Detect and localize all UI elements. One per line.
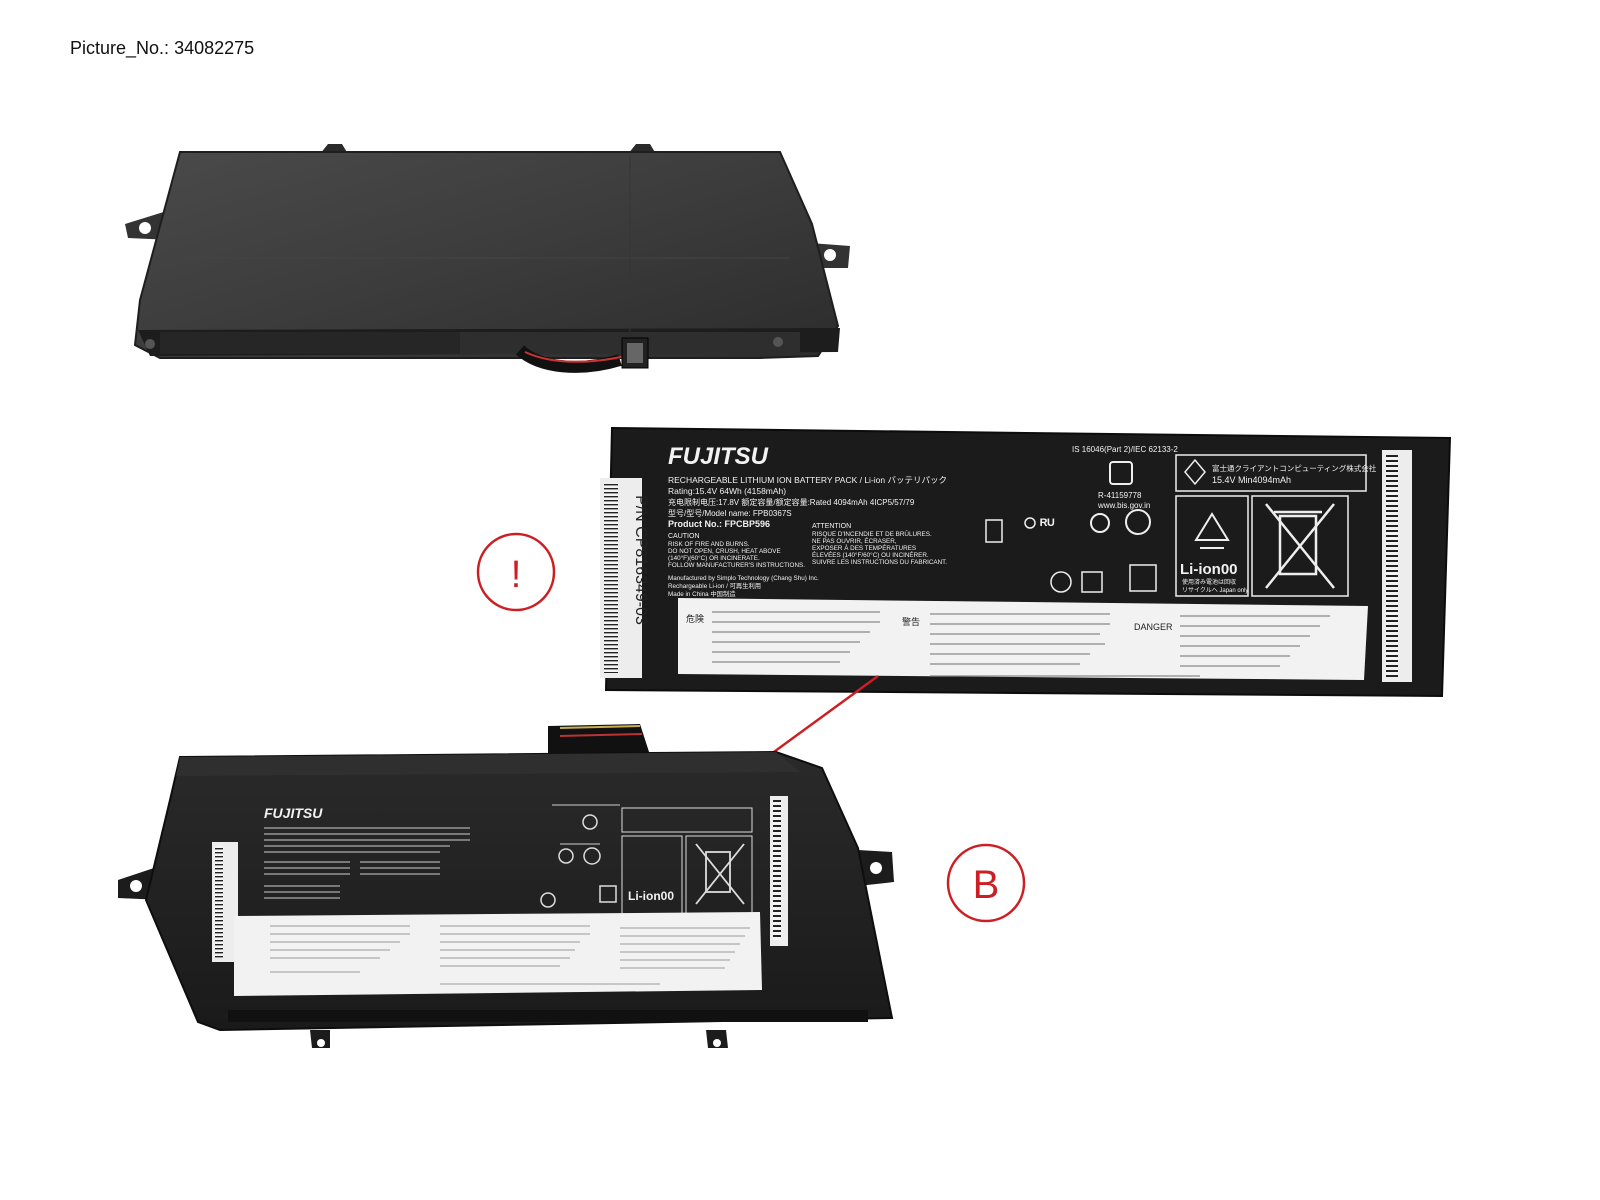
detail-b-callout: B xyxy=(946,843,1026,923)
attention-line-2: NE PAS OUVRIR, ÉCRASER, xyxy=(812,536,897,545)
website-text: www.bis.gov.in xyxy=(1097,501,1150,510)
rating-text: Rating:15.4V 64Wh (4158mAh) xyxy=(668,486,786,496)
caution-line-1: RISK OF FIRE AND BURNS. xyxy=(668,541,750,548)
brand-logo: FUJITSU xyxy=(668,443,769,470)
attention-title: ATTENTION xyxy=(812,523,851,530)
recycle-box xyxy=(1175,495,1249,597)
caution-line-4: FOLLOW MANUFACTURER'S INSTRUCTIONS. xyxy=(668,562,805,569)
li-ion-mark: Li-ion00 xyxy=(1180,561,1238,578)
rcm-mark-icon-small xyxy=(599,885,617,903)
weee-box xyxy=(1251,495,1349,597)
warning-callout: ! xyxy=(476,532,556,612)
pse-rating-text: 15.4V Min4094mAh xyxy=(1212,475,1291,485)
attention-line-1: RISQUE D'INCENDIE ET DE BRÛLURES. xyxy=(812,529,932,538)
standard-text: IS 16046(Part 2)/IEC 62133-2 xyxy=(1072,445,1178,454)
rcm-mark-icon xyxy=(1129,564,1157,592)
caution-line-3: (140°F)(60°C) OR INCINERATE. xyxy=(668,554,760,562)
model-text: 型号/型号/Model name: FPB0367S xyxy=(668,509,792,518)
li-ion-mark-small: Li-ion00 xyxy=(628,889,674,903)
danger-label: DANGER xyxy=(1134,622,1173,632)
product-line-text: RECHARGEABLE LITHIUM ION BATTERY PACK / … xyxy=(668,475,947,485)
cqc-mark-icon-small xyxy=(583,847,601,865)
bis-mark-icon xyxy=(1109,461,1133,485)
attention-line-5: SUIVRE LES INSTRUCTIONS DU FABRICANT. xyxy=(812,559,947,566)
charge-text: 充电限制电压:17.8V 额定容量/额定容量:Rated 4094mAh 4IC… xyxy=(668,497,915,507)
pse-company-text: 富士通クライアントコンピューティング株式会社 xyxy=(1212,463,1377,473)
picture-number-prefix: Picture_No.: xyxy=(70,38,170,58)
recycle-arrows-icon xyxy=(1194,512,1230,549)
battery-back-view xyxy=(125,144,850,373)
picture-number-caption: Picture_No.: 34082275 xyxy=(70,38,254,59)
recycle-sub-text: 使用済み電池は回収 xyxy=(1182,578,1236,586)
pse-box-small xyxy=(621,807,753,833)
detail-letter-b: B xyxy=(973,863,1000,907)
ul-mark-icon: ᴿᵁ xyxy=(1040,517,1054,534)
warning-panel-small xyxy=(234,912,762,996)
caution-title: CAUTION xyxy=(668,533,700,540)
ten-year-icon xyxy=(1050,571,1072,593)
warning-jp-keikoku: 警告 xyxy=(902,616,920,627)
manufacturer-line-3: Made in China 中国制造 xyxy=(668,589,736,598)
kc-mark-icon xyxy=(985,519,1003,543)
ten-year-icon-small xyxy=(540,892,556,908)
brand-logo-small: FUJITSU xyxy=(264,805,323,821)
pn-barcode-text: P/N CP816349-03 xyxy=(632,495,649,625)
pse-diamond-icon xyxy=(1184,458,1206,486)
recycle-small-icon xyxy=(1081,571,1103,593)
recycle-sub2-text: リサイクルへ Japan only xyxy=(1182,587,1248,594)
warning-jp-kiken: 危険 xyxy=(686,613,704,624)
manufacturer-line-1: Manufactured by Simplo Technology (Chang… xyxy=(668,575,819,582)
picture-number-value: 34082275 xyxy=(174,38,255,58)
manufacturer-line-2: Rechargeable Li-ion / 可再生利用 xyxy=(668,581,761,590)
cqc-mark-icon xyxy=(1125,509,1151,535)
warning-exclamation-icon: ! xyxy=(511,554,522,596)
battery-label-view: FUJITSU Li-ion00 xyxy=(118,724,894,1048)
label-closeup: P/N CP816349-03 FUJITSU RECHARGEABLE LIT… xyxy=(600,426,1452,698)
crossed-bin-icon xyxy=(1265,503,1335,589)
attention-line-4: ÉLEVÉES (140°F/60°C) OU INCINÉRER. xyxy=(812,550,929,559)
ul-dot-icon xyxy=(1024,517,1036,529)
attention-line-3: EXPOSER À DES TEMPÉRATURES xyxy=(812,543,916,552)
bis-mark-icon-small xyxy=(582,814,598,830)
crossed-bin-icon-small xyxy=(695,843,745,905)
caution-line-2: DO NOT OPEN, CRUSH, HEAT ABOVE xyxy=(668,548,781,555)
registration-text: R-41159778 xyxy=(1098,491,1142,500)
ce-mark-icon-small xyxy=(558,848,574,864)
pse-box xyxy=(1175,454,1367,492)
product-no-text: Product No.: FPCBP596 xyxy=(668,519,770,529)
warning-panel xyxy=(678,598,1368,680)
ce-mark-icon xyxy=(1090,513,1110,533)
